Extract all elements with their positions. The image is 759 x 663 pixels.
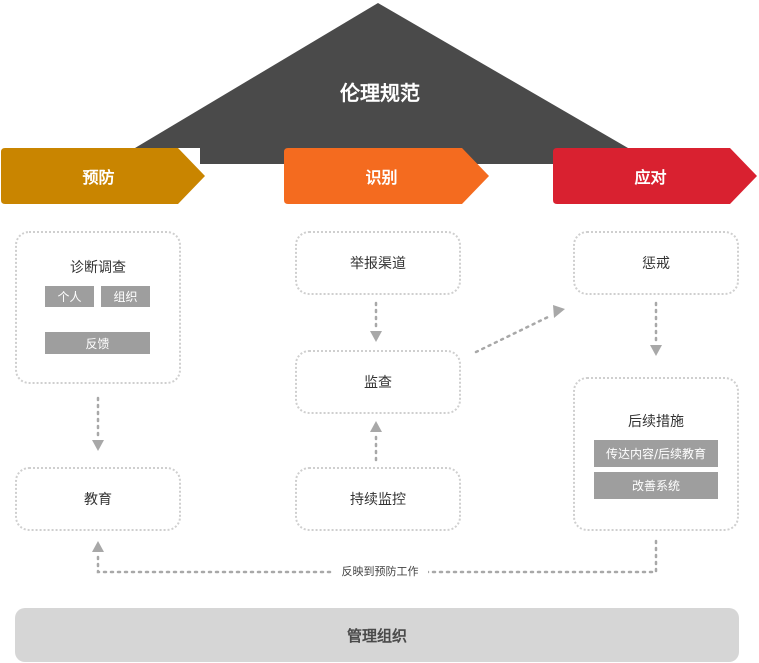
tag-feedback: 反馈	[45, 332, 150, 354]
education-box: 教育	[15, 467, 181, 531]
phase-label-prevention: 预防	[82, 168, 115, 187]
arrowhead-to-discipline	[553, 305, 565, 318]
phase-label-response: 应对	[634, 168, 667, 187]
arrowhead-to-education-loop	[92, 541, 104, 552]
diagnosis-box: 诊断调查	[15, 231, 181, 384]
phase-arrow-response	[553, 148, 757, 204]
tag-system-improvement: 改善系统	[594, 472, 718, 499]
arrowhead-to-followup	[650, 345, 662, 356]
reporting-label: 举报渠道	[350, 256, 406, 272]
followup-label: 后续措施	[628, 414, 684, 430]
arrowhead-to-audit	[370, 331, 382, 342]
tag-individual: 个人	[45, 286, 94, 307]
phase-label-identification: 识别	[365, 168, 398, 187]
feedback-loop-label: 反映到预防工作	[332, 562, 428, 580]
discipline-label: 惩戒	[642, 256, 670, 272]
monitoring-box: 持续监控	[295, 467, 461, 531]
roof-title: 伦理规范	[340, 80, 420, 105]
phase-arrow-identification	[284, 148, 489, 204]
diagnosis-label: 诊断调查	[70, 260, 126, 276]
phase-arrow-prevention	[1, 148, 205, 204]
reporting-box: 举报渠道	[295, 231, 461, 295]
monitoring-label: 持续监控	[350, 492, 406, 508]
connector-audit-discipline	[474, 314, 552, 354]
management-organization-bar: 管理组织	[15, 608, 739, 662]
education-label: 教育	[84, 492, 112, 508]
audit-box: 监查	[295, 350, 461, 414]
roof-triangle	[135, 3, 628, 148]
arrowhead-to-education	[92, 440, 104, 451]
discipline-box: 惩戒	[573, 231, 739, 295]
tag-organization: 组织	[101, 286, 150, 307]
arrowhead-monitoring-up	[370, 421, 382, 432]
audit-label: 监查	[364, 375, 392, 391]
tag-communication-education: 传达内容/后续教育	[594, 440, 718, 467]
